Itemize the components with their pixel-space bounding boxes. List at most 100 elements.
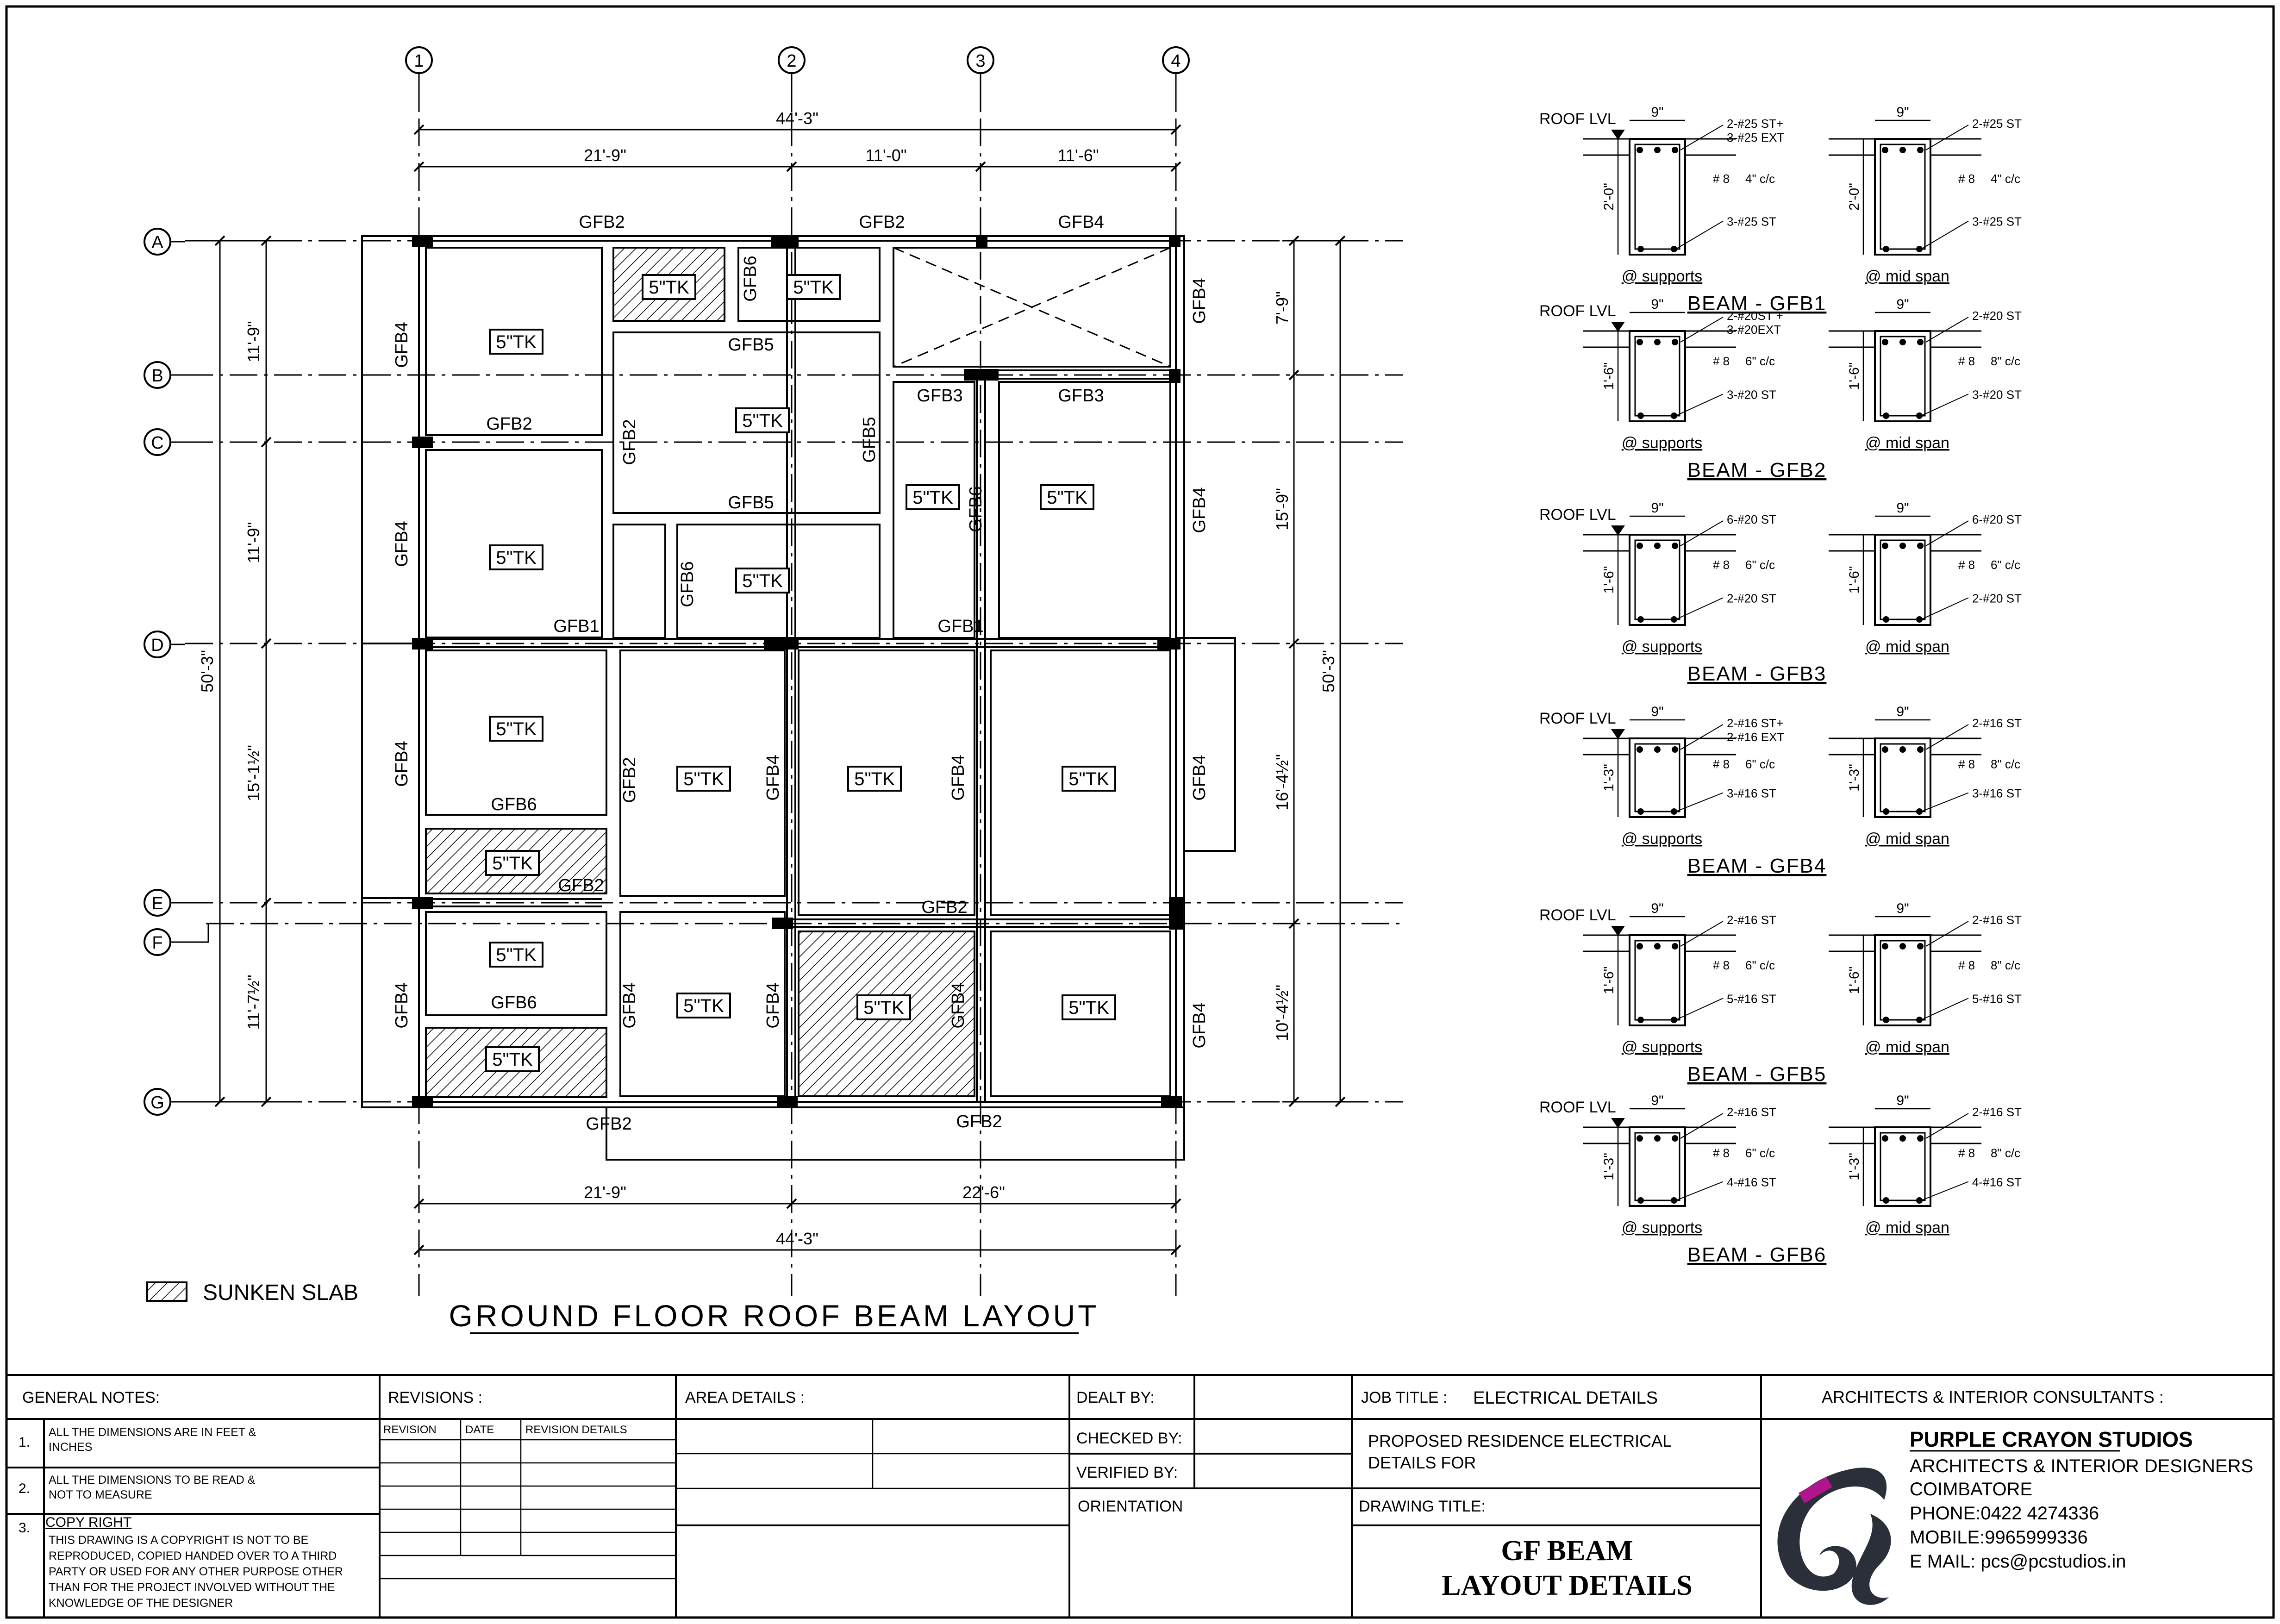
beam-outline	[1629, 737, 1686, 818]
top-rebar	[1882, 543, 1888, 549]
leader-line	[1921, 1181, 1969, 1201]
top-rebar	[1637, 339, 1643, 345]
roof-level-marker	[1611, 322, 1625, 332]
stirrup	[1634, 336, 1680, 417]
section-width: 9"	[1896, 297, 1909, 312]
slab-tag: 5"TK	[1062, 766, 1116, 792]
dim-left-cd: 11'-9"	[244, 522, 263, 563]
beam-layout-plan: 1 2 3 4 A B C D E F G 44'-3" 21'-9" 11'-…	[144, 46, 1403, 1334]
drawing-title-line-2: LAYOUT DETAILS	[1442, 1570, 1693, 1601]
svg-text:5"TK: 5"TK	[496, 332, 537, 352]
stirrup-note: # 8	[1958, 958, 1975, 972]
bottom-rebar	[1883, 412, 1889, 419]
stirrup-note: # 8	[1713, 958, 1730, 972]
section-width: 9"	[1896, 1093, 1909, 1108]
dim-right-bd: 15'-9"	[1273, 488, 1292, 531]
stirrup	[1880, 144, 1926, 250]
firm-line-3: PHONE:0422 4274336	[1910, 1503, 2099, 1524]
dim-bottom-24: 22'-6"	[962, 1183, 1005, 1202]
top-rebar	[1672, 1135, 1678, 1142]
rebar-note-bottom: 4-#16 ST	[1972, 1175, 2022, 1189]
slab-tag: 5"TK	[906, 484, 960, 510]
section-depth: 1'-6"	[1847, 566, 1862, 594]
stirrup	[1634, 1132, 1680, 1201]
top-rebar	[1637, 543, 1643, 549]
stirrup-spacing: 6" c/c	[1745, 354, 1775, 368]
bottom-rebar	[1637, 1017, 1644, 1023]
grid-col-4: 4	[1171, 51, 1181, 71]
firm-name: PURPLE CRAYON STUDIOS	[1910, 1427, 2193, 1451]
rebar-note-top: 2-#16 ST	[1972, 716, 2022, 730]
leader-line	[1925, 921, 1969, 947]
firm-line-5: E MAIL: pcs@pcstudios.in	[1910, 1551, 2126, 1572]
top-rebar	[1899, 147, 1906, 153]
slab-tag: 5"TK	[676, 766, 731, 792]
note-1-line-2: INCHES	[49, 1441, 92, 1454]
rebar-note-top-2: 3-#20EXT	[1727, 323, 1781, 337]
beam-label-gfb3: GFB3	[917, 386, 962, 406]
rebar-note-bottom: 5-#16 ST	[1972, 992, 2022, 1006]
rebar-note-bottom: 3-#25 ST	[1972, 215, 2022, 229]
note-2-line-2: NOT TO MEASURE	[49, 1488, 152, 1501]
caption-at-mid-span: @ mid span	[1865, 268, 1949, 285]
dim-right-overall: 50'-3"	[1319, 650, 1338, 693]
rebar-note-top: 2-#25 ST	[1972, 117, 2022, 131]
top-rebar	[1654, 1135, 1661, 1142]
section-depth: 1'-3"	[1847, 1153, 1862, 1181]
verified-by-label: VERIFIED BY:	[1076, 1464, 1178, 1481]
beam-label-gfb2: GFB2	[859, 212, 905, 232]
stirrup-note: # 8	[1958, 172, 1975, 186]
slab-tag: 5"TK	[735, 568, 790, 593]
section-width: 9"	[1651, 1093, 1663, 1108]
slab-tag: 5"TK	[489, 716, 543, 742]
caption-at-supports: @ supports	[1622, 830, 1702, 848]
beam-outline	[1629, 330, 1686, 422]
bottom-rebar	[1883, 616, 1889, 623]
bottom-rebar	[1637, 412, 1644, 419]
roof-level-label: ROOF LVL	[1539, 906, 1616, 924]
leader-line	[1680, 520, 1724, 546]
drawing-title-label: DRAWING TITLE:	[1359, 1498, 1486, 1515]
top-rebar	[1637, 746, 1643, 753]
leader-line	[1675, 998, 1724, 1020]
leader-line	[1921, 220, 1969, 250]
grid-col-1: 1	[414, 51, 424, 71]
stirrup-spacing: 6" c/c	[1745, 757, 1775, 771]
top-rebar	[1917, 746, 1924, 753]
consultants-label: ARCHITECTS & INTERIOR CONSULTANTS :	[1822, 1387, 2164, 1406]
beam-label-gfb2: GFB2	[956, 1112, 1002, 1131]
roof-level-marker	[1611, 926, 1625, 936]
section-depth: 1'-3"	[1601, 1153, 1617, 1181]
beam-label-gfb2: GFB2	[558, 876, 604, 895]
caption-at-mid-span: @ mid span	[1865, 638, 1949, 656]
roof-level-label: ROOF LVL	[1539, 506, 1616, 524]
bottom-rebar	[1671, 1017, 1677, 1023]
bottom-rebar	[1671, 808, 1677, 815]
section-depth: 2'-0"	[1601, 183, 1617, 211]
grid-row-e: E	[151, 894, 163, 913]
rebar-note-top: 2-#16 ST	[1972, 1105, 2022, 1119]
grid-row-d: D	[151, 636, 163, 655]
caption-at-mid-span: @ mid span	[1865, 1219, 1949, 1237]
stirrup-note: # 8	[1958, 757, 1975, 771]
stirrup-spacing: 8" c/c	[1991, 1146, 2020, 1160]
svg-text:5"TK: 5"TK	[863, 998, 904, 1018]
note-3-line-3: PARTY OR USED FOR ANY OTHER PURPOSE OTHE…	[49, 1565, 343, 1578]
beam-outline	[1874, 737, 1931, 818]
beam-label-gfb4: GFB4	[1058, 212, 1104, 232]
bottom-rebar	[1637, 808, 1644, 815]
bottom-rebar	[1671, 1197, 1677, 1204]
beam-section-title: BEAM - GFB2	[1687, 459, 1827, 481]
drawing-title-line-1: GF BEAM	[1501, 1535, 1633, 1567]
svg-text:5"TK: 5"TK	[683, 996, 724, 1016]
svg-text:5"TK: 5"TK	[492, 1049, 533, 1070]
beam-label-gfb4: GFB4	[620, 982, 639, 1028]
note-3-heading: COPY RIGHT	[45, 1515, 131, 1530]
top-rebar	[1917, 1135, 1924, 1142]
